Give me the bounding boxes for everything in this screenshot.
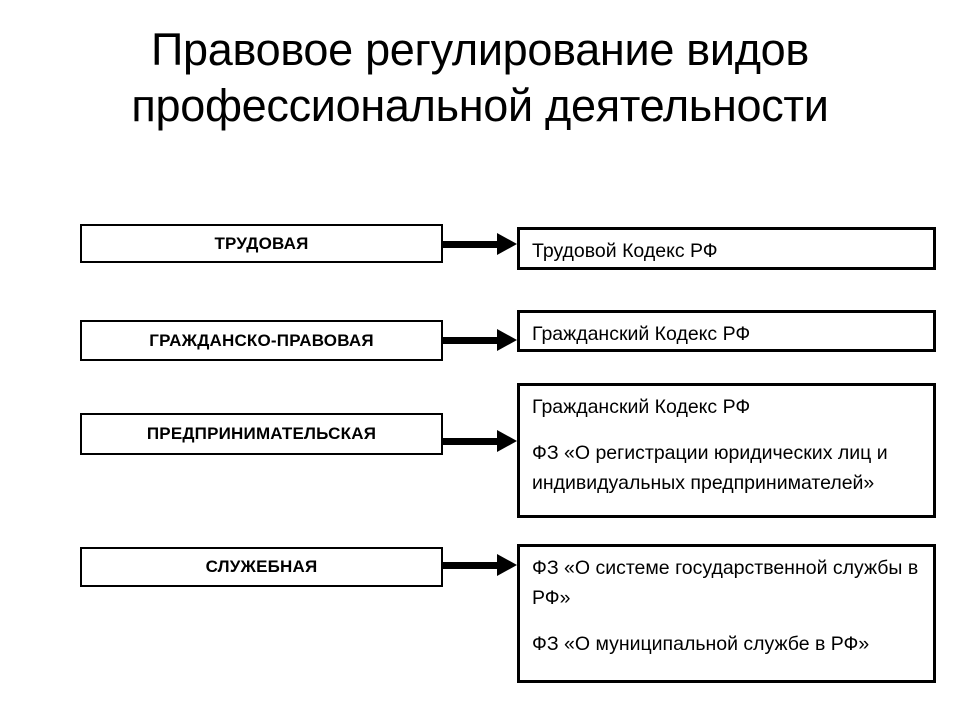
category-label: ГРАЖДАНСКО-ПРАВОВАЯ [149, 330, 374, 350]
arrow-right-row-3 [443, 430, 517, 452]
law-text: Трудовой Кодекс РФ [532, 240, 718, 262]
law-box-sluzhebnaya[interactable]: ФЗ «О системе государственной службы в Р… [517, 544, 936, 683]
law-box-grazhdansko-pravovaya[interactable]: Гражданский Кодекс РФ [517, 310, 936, 352]
category-label: ТРУДОВАЯ [214, 233, 309, 253]
category-box-predprinimatelskaya[interactable]: ПРЕДПРИНИМАТЕЛЬСКАЯ [80, 413, 443, 455]
category-box-grazhdansko-pravovaya[interactable]: ГРАЖДАНСКО-ПРАВОВАЯ [80, 320, 443, 361]
law-text: Гражданский Кодекс РФ [532, 396, 751, 418]
law-box-predprinimatelskaya[interactable]: Гражданский Кодекс РФ ФЗ «О регистрации … [517, 383, 936, 518]
arrow-shaft [443, 241, 499, 248]
category-box-trudovaya[interactable]: ТРУДОВАЯ [80, 224, 443, 263]
category-label: СЛУЖЕБНАЯ [205, 557, 318, 576]
law-text: ФЗ «О регистрации юридических лиц и инди… [532, 442, 888, 494]
category-box-sluzhebnaya[interactable]: СЛУЖЕБНАЯ [80, 547, 443, 587]
law-text: ФЗ «О муниципальной службе в РФ» [532, 633, 870, 655]
arrow-shaft [443, 337, 499, 344]
law-text: Гражданский Кодекс РФ [532, 323, 751, 345]
arrow-right-row-1 [443, 233, 517, 255]
arrow-shaft [443, 562, 499, 569]
category-label: ПРЕДПРИНИМАТЕЛЬСКАЯ [146, 424, 377, 443]
arrow-right-row-4 [443, 554, 517, 576]
arrow-head [497, 233, 517, 255]
law-text: ФЗ «О системе государственной службы в Р… [532, 557, 919, 609]
arrow-right-row-2 [443, 329, 517, 351]
page-title: Правовое регулирование видов профессиона… [131, 24, 829, 131]
law-box-trudovaya[interactable]: Трудовой Кодекс РФ [517, 227, 936, 270]
arrow-head [497, 430, 517, 452]
arrow-shaft [443, 438, 499, 445]
arrow-head [497, 329, 517, 351]
arrow-head [497, 554, 517, 576]
